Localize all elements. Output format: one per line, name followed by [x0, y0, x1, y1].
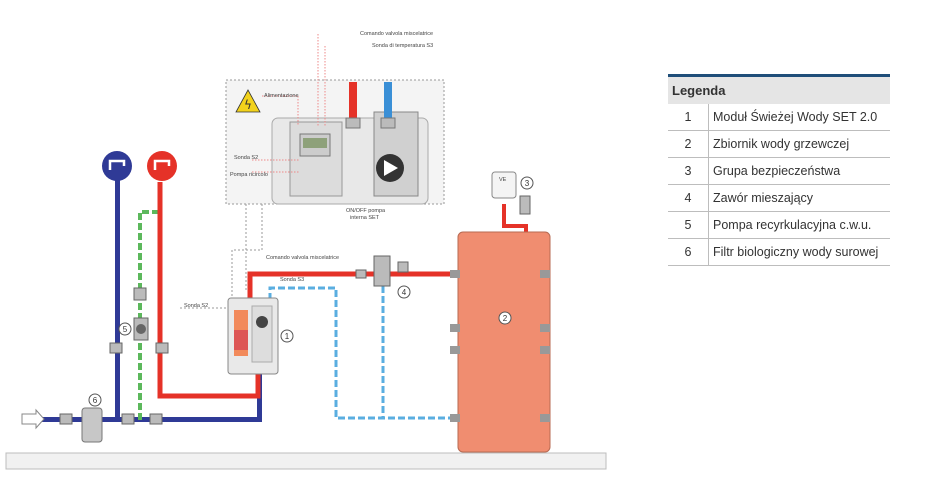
legend-row: 3 Grupa bezpieczeństwa: [668, 158, 890, 185]
sensor-return-pipe: [268, 286, 462, 420]
legend-row: 5 Pompa recyrkulacyjna c.w.u.: [668, 212, 890, 239]
legend-text: Moduł Świeżej Wody SET 2.0: [713, 110, 878, 124]
svg-text:ϟ: ϟ: [244, 98, 252, 112]
marker-1: 1: [280, 329, 294, 343]
marker-4: 4: [397, 285, 411, 299]
legend-num: 3: [668, 158, 709, 184]
legend-table: Legenda 1 Moduł Świeżej Wody SET 2.0 2 Z…: [668, 74, 890, 266]
legend-num: 4: [668, 185, 709, 211]
hot-tap-icon: [147, 151, 177, 181]
legend-row: 2 Zbiornik wody grzewczej: [668, 131, 890, 158]
hot-supply-pipe: [157, 182, 261, 399]
legend-text: Zbiornik wody grzewczej: [713, 137, 850, 151]
label-sonda-s2-left: Sonda S2: [184, 303, 208, 309]
inlet-arrow: [21, 408, 45, 430]
svg-text:4: 4: [402, 288, 407, 297]
legend-row: 4 Zawór mieszający: [668, 185, 890, 212]
cold-tap-icon: [102, 151, 132, 181]
cold-pipe-detail: [384, 82, 392, 120]
legend-num: 6: [668, 239, 709, 265]
marker-6: 6: [88, 393, 102, 407]
cold-riser-pipe: [115, 180, 120, 422]
marker-2: 2: [498, 311, 512, 325]
mixing-valve: [373, 255, 391, 287]
svg-text:6: 6: [93, 396, 98, 405]
legend-text: Pompa recyrkulacyjna c.w.u.: [713, 218, 872, 232]
heating-water-tank: [457, 231, 551, 453]
legend-num: 5: [668, 212, 709, 238]
label-pompa-ricircolo: Pompa ricircolo: [230, 172, 268, 178]
label-sonda-temp-top: Sonda di temperatura S3: [372, 43, 433, 49]
floor-slab: [5, 452, 607, 470]
legend-text: Zawór mieszający: [713, 191, 814, 205]
svg-text:3: 3: [525, 179, 530, 188]
label-cmd-valve-top: Comando valvola miscelatrice: [360, 31, 433, 37]
label-sonda-s3: Sonda S3: [280, 277, 304, 283]
label-sonda-s2: Sonda S2: [234, 155, 258, 161]
marker-5: 5: [118, 322, 132, 336]
legend-title: Legenda: [668, 77, 890, 104]
warning-icon: [235, 89, 261, 113]
legend-num: 2: [668, 131, 709, 157]
marker-3: 3: [520, 176, 534, 190]
legend-text: Grupa bezpieczeństwa: [713, 164, 841, 178]
controller-box: [289, 121, 343, 197]
label-onoff-1: ON/OFF pompa: [346, 208, 386, 214]
label-alimentazione: Alimentazione: [264, 93, 299, 99]
legend-text: Filtr biologiczny wody surowej: [713, 245, 879, 259]
bio-filter: [81, 407, 103, 443]
svg-text:2: 2: [503, 314, 508, 323]
svg-text:5: 5: [123, 325, 128, 334]
expansion-vessel: [491, 171, 517, 199]
safety-valve: [519, 195, 531, 215]
label-ve: VE: [499, 177, 507, 183]
legend-row: 1 Moduł Świeżej Wody SET 2.0: [668, 104, 890, 131]
label-onoff-2: interna SET: [350, 215, 380, 221]
legend-num: 1: [668, 104, 709, 130]
hot-primary-pipe: [247, 271, 462, 300]
hot-pipe-detail: [349, 82, 357, 120]
recirc-pipe: [138, 210, 158, 420]
cold-supply-pipe: [36, 417, 262, 422]
safety-pipe: [502, 204, 528, 234]
legend-row: 6 Filtr biologiczny wody surowej: [668, 239, 890, 266]
svg-text:1: 1: [285, 332, 290, 341]
label-cmd-valve-mid: Comando valvola miscelatrice: [266, 255, 339, 261]
